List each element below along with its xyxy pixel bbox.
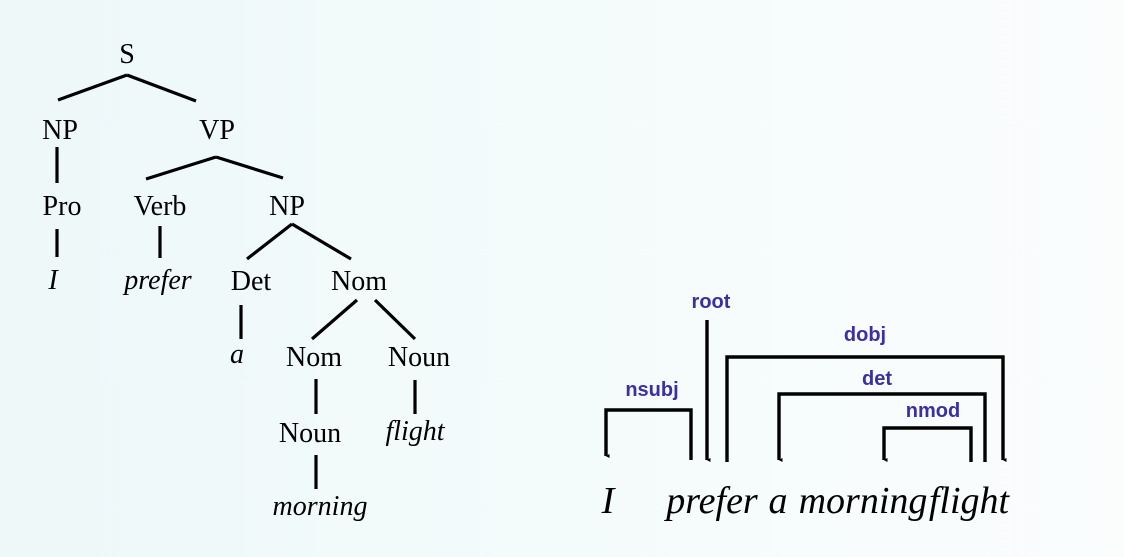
tree-word-flight: flight [385,416,445,447]
tree-node-vp: VP [199,115,235,146]
tree-word-morning: morning [273,491,368,522]
dep-label-nmod: nmod [906,400,960,422]
tree-node-noun-head: Noun [388,342,450,373]
dep-word-flight: flight [929,480,1011,522]
dep-word-prefer: prefer [663,480,758,522]
tree-node-det: Det [231,266,272,297]
dep-word-i: I [601,480,617,522]
tree-edge-nom-noun [373,298,417,341]
dep-word-a: a [769,480,788,522]
dep-label-dobj: dobj [844,324,886,346]
tree-node-np: NP [42,115,78,146]
tree-node-pro: Pro [43,191,82,222]
tree-edge-np-nom [291,222,352,261]
dep-label-det: det [862,368,892,390]
tree-edge-vp-verb [145,155,217,181]
tree-edge-s-np [57,73,128,102]
tree-edge-s-vp [126,73,197,103]
tree-node-noun-modifier: Noun [279,418,341,449]
tree-node-np-object: NP [269,191,305,222]
dep-label-root: root [692,291,731,313]
tree-edge-nom-nom [310,298,359,341]
tree-node-s: S [119,39,135,70]
tree-edge-np-det [246,222,293,261]
tree-node-nom-inner: Nom [286,342,342,373]
tree-word-a: a [230,339,244,370]
tree-edge-vp-np [215,155,284,180]
dep-arc-det [777,392,987,462]
tree-node-nom: Nom [331,266,387,297]
dep-word-morning: morning [799,480,928,522]
dep-label-nsubj: nsubj [625,379,678,401]
dep-arc-dobj [725,355,1007,462]
tree-word-i: I [47,265,59,296]
constituency-tree: S NP VP Pro Verb NP Det Nom Nom Noun Nou… [42,39,450,522]
dep-arc-nmod [882,426,973,462]
tree-node-verb: Verb [134,191,187,222]
dep-arc-nsubj [604,408,693,460]
dependency-parse: root nsubj dobj det nmod I prefer a morn… [601,291,1011,522]
tree-word-prefer: prefer [122,265,191,296]
